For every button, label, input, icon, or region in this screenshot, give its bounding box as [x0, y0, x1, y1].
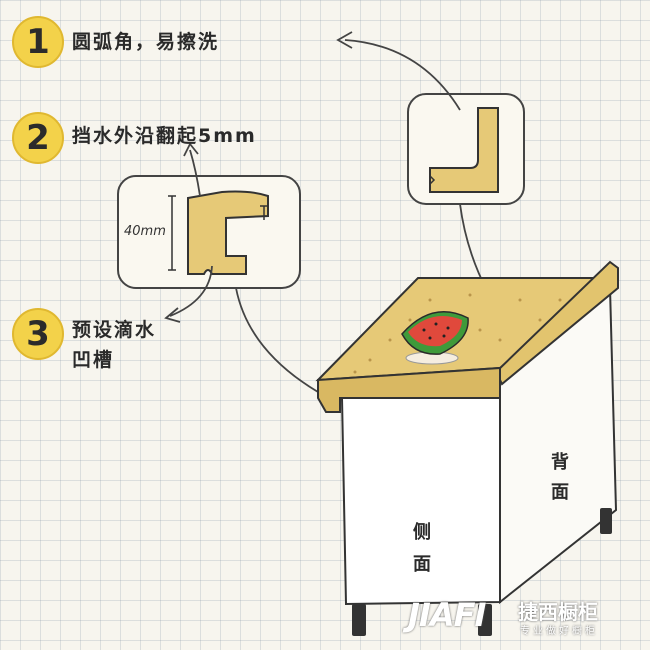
side-face-label-2: 面 [413, 554, 431, 575]
dimension-label: 40mm [124, 224, 166, 239]
step-2-badge: 2 [12, 112, 64, 164]
brand-slogan: 专业做好橱柜 [520, 626, 598, 637]
arrow-icon [336, 31, 461, 111]
cabinet-body [315, 260, 619, 606]
watermelon-icon [401, 311, 469, 365]
step-2-text: 挡水外沿翻起5mm [72, 125, 257, 147]
step-3-text-line2: 凹槽 [72, 349, 115, 371]
step-3-badge: 3 [12, 308, 64, 360]
side-face-label-1: 侧 [413, 522, 431, 543]
brand-name: 捷西橱柜 [518, 600, 598, 624]
step-1-text: 圆弧角，易擦洗 [72, 31, 220, 53]
brand-logo: JIAFI [408, 596, 486, 634]
detail-callout-rounded-corner [407, 93, 525, 205]
step-1-badge: 1 [12, 16, 64, 68]
detail-callout-lip-profile [117, 175, 301, 289]
back-face-label-1: 背 [551, 452, 569, 473]
cabinet-leg-icon [352, 508, 612, 636]
step-3-text-line1: 预设滴水 [72, 319, 157, 341]
back-face-label-2: 面 [551, 482, 569, 503]
